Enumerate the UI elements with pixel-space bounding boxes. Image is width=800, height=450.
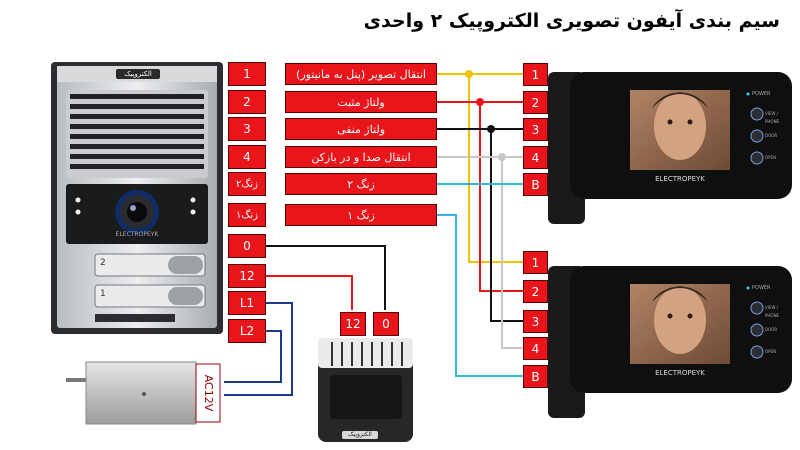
monitor-1-btn-view: VIEW / PHONE bbox=[765, 111, 780, 124]
panel-brand: الکتروپیک bbox=[124, 70, 152, 78]
wires-power bbox=[224, 245, 386, 396]
monitor-2-btn-view: VIEW / PHONE bbox=[765, 305, 780, 318]
call-button-2 bbox=[94, 253, 206, 277]
wire-1 bbox=[437, 73, 523, 263]
power-supply-label-plate bbox=[342, 431, 378, 439]
monitor-2-btn-door: DOOR bbox=[765, 327, 778, 332]
wire-0 bbox=[266, 245, 386, 310]
wire-3 bbox=[437, 128, 523, 322]
door-panel bbox=[51, 62, 223, 334]
wire-label-bell-1: زنگ ۱ bbox=[285, 204, 437, 226]
diagram-title: سیم بندی آیفون تصویری الکتروپیک ۲ واحدی bbox=[363, 10, 780, 32]
wire-l1 bbox=[224, 302, 293, 396]
call-button-1 bbox=[94, 284, 206, 308]
monitor-2-btn-open: OPEN bbox=[765, 349, 777, 354]
monitor-1-terminal-b: B bbox=[523, 173, 548, 196]
lock-voltage-label: AC12V bbox=[202, 374, 215, 412]
monitor-1-btn-door: DOOR bbox=[765, 133, 778, 138]
wire-label-2: ولتاژ مثبت bbox=[285, 91, 437, 113]
supply-brand: الکتروپیک bbox=[348, 431, 372, 438]
monitor-1-power-label: POWER bbox=[752, 91, 771, 97]
power-terminal-l1: L1 bbox=[228, 291, 266, 315]
monitor-2-terminal-2: 2 bbox=[523, 280, 548, 303]
wire-label-4: انتقال صدا و در بازکن bbox=[285, 146, 437, 168]
wire-label-1: انتقال تصویر (پنل به مانیتور) bbox=[285, 63, 437, 85]
wire-l2 bbox=[224, 330, 282, 383]
supply-terminal-0: 0 bbox=[373, 312, 399, 336]
panel-terminal-bell-1: زنگ۱ bbox=[228, 203, 266, 227]
call-button-2-label: 2 bbox=[100, 258, 106, 268]
panel-terminal-1: 1 bbox=[228, 62, 266, 86]
panel-terminal-3: 3 bbox=[228, 117, 266, 141]
wire-12 bbox=[266, 275, 353, 310]
speaker-grille bbox=[66, 90, 208, 178]
door-lock bbox=[66, 361, 221, 425]
monitor-2-terminal-1: 1 bbox=[523, 251, 548, 274]
panel-camera-label: ELECTROPEYK bbox=[115, 231, 159, 238]
panel-brand-plate bbox=[116, 69, 160, 79]
wires-panel-to-monitors bbox=[437, 73, 523, 377]
power-terminal-12: 12 bbox=[228, 264, 266, 288]
monitor-1-terminal-3: 3 bbox=[523, 118, 548, 141]
panel-terminal-2: 2 bbox=[228, 90, 266, 114]
monitor-1-brand: ELECTROPEYK bbox=[655, 175, 705, 183]
wire-bell-1 bbox=[437, 214, 523, 377]
monitor-2-terminal-3: 3 bbox=[523, 310, 548, 333]
power-terminal-0: 0 bbox=[228, 234, 266, 258]
monitor-1 bbox=[548, 72, 792, 224]
monitor-2-brand: ELECTROPEYK bbox=[655, 369, 705, 377]
wire-label-bell-2: زنگ ۲ bbox=[285, 173, 437, 195]
supply-terminal-12: 12 bbox=[340, 312, 366, 336]
camera-block bbox=[66, 184, 208, 244]
monitor-1-btn-open: OPEN bbox=[765, 155, 777, 160]
monitor-1-terminal-1: 1 bbox=[523, 63, 548, 86]
power-supply bbox=[318, 338, 413, 442]
monitor-2-terminal-b: B bbox=[523, 365, 548, 388]
wire-label-3: ولتاژ منفی bbox=[285, 118, 437, 140]
power-terminal-l2: L2 bbox=[228, 319, 266, 343]
monitor-1-terminal-2: 2 bbox=[523, 91, 548, 114]
monitor-2 bbox=[548, 266, 792, 418]
panel-terminal-4: 4 bbox=[228, 145, 266, 169]
monitor-2-power-label: POWER bbox=[752, 285, 771, 291]
monitor-1-terminal-4: 4 bbox=[523, 146, 548, 169]
wire-4 bbox=[437, 156, 523, 349]
panel-terminal-bell-2: زنگ۲ bbox=[228, 172, 266, 196]
wire-junctions bbox=[465, 70, 506, 161]
monitor-2-terminal-4: 4 bbox=[523, 337, 548, 360]
call-button-1-label: 1 bbox=[100, 289, 106, 299]
